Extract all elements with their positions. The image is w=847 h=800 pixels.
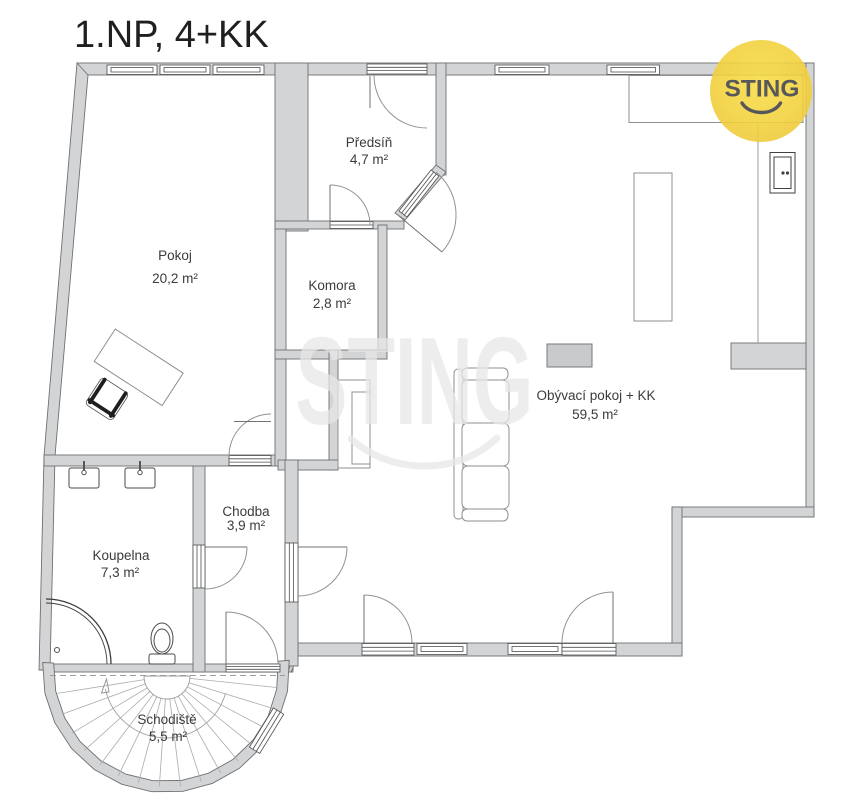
- svg-text:Obývací pokoj + KK: Obývací pokoj + KK: [537, 388, 656, 403]
- svg-text:Pokoj: Pokoj: [158, 248, 192, 263]
- svg-text:Koupelna: Koupelna: [92, 548, 150, 563]
- svg-text:Chodba: Chodba: [222, 504, 270, 519]
- svg-text:Předsíň: Předsíň: [346, 135, 393, 150]
- svg-text:2,8 m²: 2,8 m²: [313, 296, 352, 311]
- svg-text:20,2 m²: 20,2 m²: [152, 271, 198, 286]
- svg-text:STING: STING: [725, 76, 800, 103]
- svg-text:STING: STING: [296, 313, 534, 451]
- svg-text:5,5 m²: 5,5 m²: [149, 729, 188, 744]
- svg-text:Schodiště: Schodiště: [137, 712, 196, 727]
- svg-text:3,9 m²: 3,9 m²: [227, 518, 266, 533]
- svg-text:4,7 m²: 4,7 m²: [350, 152, 389, 167]
- svg-text:Komora: Komora: [308, 278, 356, 293]
- svg-text:59,5 m²: 59,5 m²: [572, 407, 618, 422]
- svg-text:7,3 m²: 7,3 m²: [101, 565, 140, 580]
- svg-text:1.NP, 4+KK: 1.NP, 4+KK: [74, 14, 269, 56]
